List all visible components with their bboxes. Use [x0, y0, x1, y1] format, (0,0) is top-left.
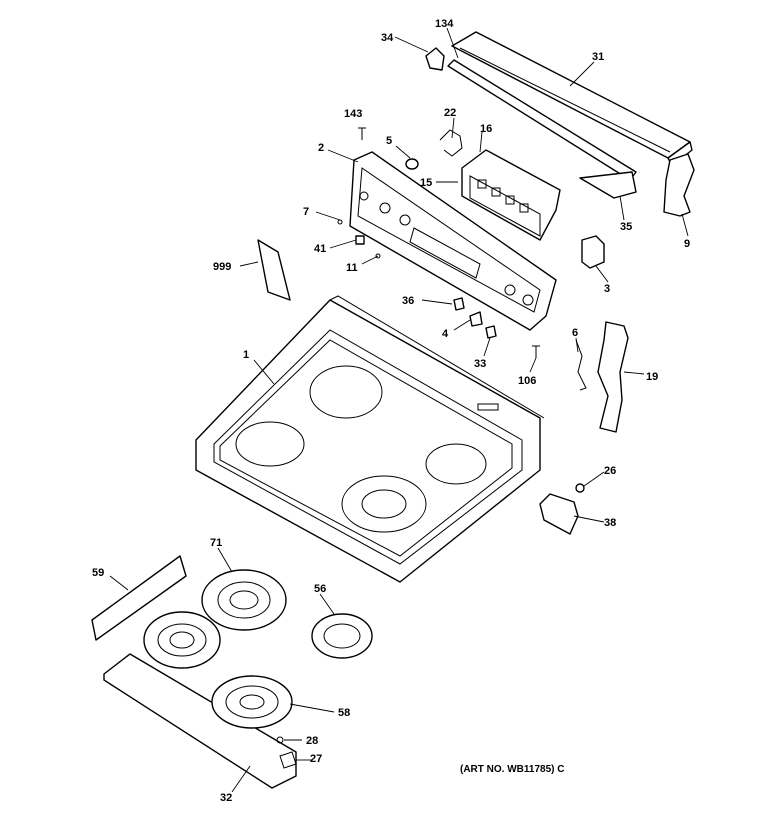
part-5-knob	[405, 158, 419, 170]
label-19: 19	[646, 371, 658, 383]
part-6-bracket	[575, 339, 587, 391]
part-34-clip	[425, 47, 445, 71]
label-38: 38	[604, 517, 616, 529]
label-106: 106	[518, 375, 536, 387]
label-3: 3	[604, 283, 610, 295]
label-999: 999	[213, 261, 231, 273]
part-41-clip	[355, 235, 365, 245]
part-3-relay	[581, 235, 605, 269]
part-35-rail	[579, 171, 637, 199]
label-15: 15	[420, 177, 432, 189]
art-number: (ART NO. WB11785) C	[460, 764, 564, 775]
label-2: 2	[318, 142, 324, 154]
label-41: 41	[314, 243, 326, 255]
part-134-strip	[447, 59, 637, 181]
part-58-element	[211, 675, 293, 729]
label-34: 34	[381, 32, 394, 44]
part-106-screw	[532, 345, 540, 358]
part-2-control-panel	[349, 151, 557, 331]
label-4: 4	[442, 328, 449, 340]
leader-lines	[109, 27, 689, 793]
label-58: 58	[338, 707, 350, 719]
callout-labels: 34 134 31 22 16 143 5 2 15 7 41 11 999 3…	[92, 18, 690, 804]
part-11-screw	[375, 253, 381, 259]
part-31-trim	[451, 31, 693, 167]
label-35: 35	[620, 221, 632, 233]
part-36-clip	[453, 297, 465, 311]
part-4-knob	[469, 311, 483, 327]
part-19-side-bracket	[597, 321, 629, 433]
part-33-clip	[485, 325, 497, 339]
part-38-cover	[539, 493, 579, 535]
label-33: 33	[474, 358, 486, 370]
label-32: 32	[220, 792, 232, 804]
label-56: 56	[314, 583, 326, 595]
part-9-endcap	[663, 153, 695, 217]
label-1: 1	[243, 349, 249, 361]
part-26-grommet	[575, 483, 585, 493]
label-6: 6	[572, 327, 578, 339]
part-28-screw	[276, 736, 284, 744]
label-7: 7	[303, 206, 309, 218]
label-28: 28	[306, 735, 318, 747]
part-143-screw	[358, 127, 366, 140]
label-5: 5	[386, 135, 392, 147]
part-7-screw	[337, 219, 343, 225]
label-143: 143	[344, 108, 362, 120]
label-26: 26	[604, 465, 616, 477]
label-27: 27	[310, 753, 322, 765]
part-71-dual-element	[143, 569, 287, 669]
label-36: 36	[402, 295, 414, 307]
label-134: 134	[435, 18, 454, 30]
label-22: 22	[444, 107, 456, 119]
label-71: 71	[210, 537, 222, 549]
part-16-control-module	[461, 149, 561, 241]
label-16: 16	[480, 123, 492, 135]
label-11: 11	[346, 262, 358, 274]
label-31: 31	[592, 51, 604, 63]
label-9: 9	[684, 238, 690, 250]
part-27-terminal	[279, 751, 297, 769]
part-22-wire-clip	[439, 129, 463, 157]
part-1-cooktop	[195, 295, 545, 583]
part-999-manual	[257, 239, 291, 301]
part-59-rail	[91, 555, 187, 641]
label-59: 59	[92, 567, 104, 579]
part-56-element	[311, 613, 373, 659]
part-32-burner-box	[103, 653, 297, 789]
